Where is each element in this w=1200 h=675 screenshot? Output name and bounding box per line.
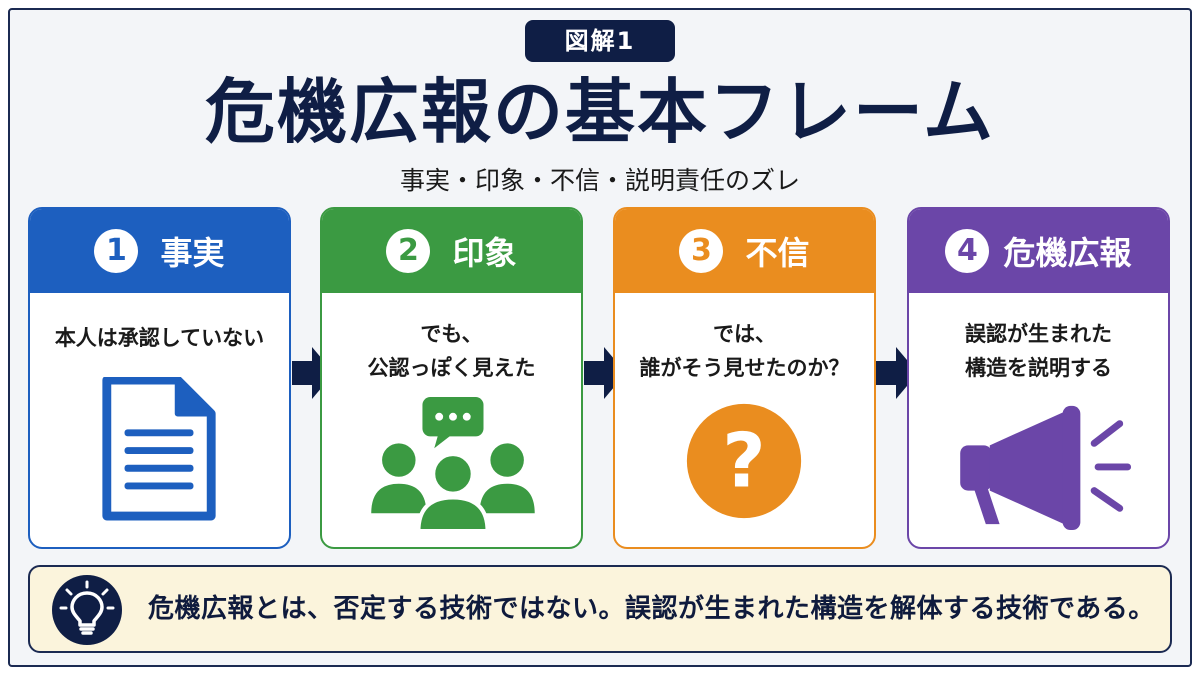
card-text: 本人は承認していない xyxy=(54,326,265,350)
card-text: では、 誰がそう見せたのか？ xyxy=(639,322,850,380)
card-header: 4 危機広報 xyxy=(909,209,1168,293)
card-distrust: 3 不信 では、 誰がそう見せたのか？ ? xyxy=(613,207,876,549)
card-impression: 2 印象 でも、 公認っぽく見えた xyxy=(320,207,583,549)
audience-speech-icon xyxy=(371,397,535,533)
card-header: 2 印象 xyxy=(322,209,581,293)
lightbulb-icon xyxy=(52,575,122,645)
svg-text:?: ? xyxy=(722,418,765,505)
card-heading: 不信 xyxy=(745,234,810,272)
key-message-box: 危機広報とは、否定する技術ではない。誤認が生まれた構造を解体する技術である。 xyxy=(28,565,1172,653)
step-number: 4 xyxy=(945,229,990,273)
key-message-text: 危機広報とは、否定する技術ではない。誤認が生まれた構造を解体する技術である。 xyxy=(148,594,1155,624)
step-number: 3 xyxy=(679,229,724,273)
card-text: でも、 公認っぽく見えた xyxy=(367,322,536,380)
figure-badge: 図解1 xyxy=(525,20,675,62)
card-heading: 危機広報 xyxy=(1003,234,1132,272)
question-icon: ? xyxy=(686,403,802,519)
arrow-right-icon xyxy=(876,347,918,399)
card-crisis-pr: 4 危機広報 誤認が生まれた 構造を説明する xyxy=(907,207,1170,549)
page-title: 危機広報の基本フレーム xyxy=(205,71,995,153)
arrow-right-icon xyxy=(584,347,626,399)
page-subtitle: 事実・印象・不信・説明責任のズレ xyxy=(399,166,800,195)
card-heading: 印象 xyxy=(452,234,517,272)
document-icon xyxy=(102,377,216,521)
card-fact: 1 事実 本人は承認していない xyxy=(28,207,291,549)
step-number: 2 xyxy=(386,229,431,273)
arrow-right-icon xyxy=(292,347,334,399)
card-header: 3 不信 xyxy=(615,209,874,293)
step-number: 1 xyxy=(94,229,139,273)
megaphone-icon xyxy=(960,405,1132,531)
card-text: 誤認が生まれた 構造を説明する xyxy=(965,322,1112,380)
card-header: 1 事実 xyxy=(30,209,289,293)
card-heading: 事実 xyxy=(160,234,225,272)
